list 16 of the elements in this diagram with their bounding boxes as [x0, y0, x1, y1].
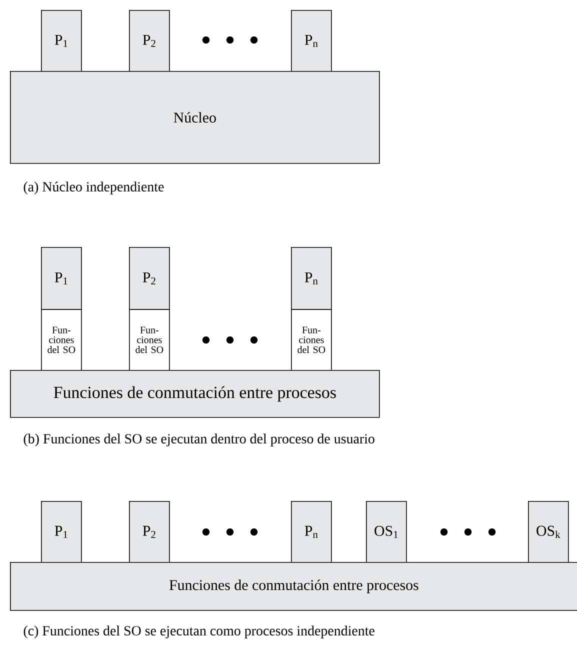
- os-process-box: OS$_{1}$: [366, 501, 407, 563]
- caption: (c) Funciones del SO se ejecutan como procesos independiente: [24, 626, 374, 638]
- switching-functions-box: Funciones de conmutación entre procesos: [10, 370, 380, 418]
- process-box: P$_{1}$: [41, 501, 82, 563]
- process-box: P$_{2}$: [129, 247, 170, 310]
- os-process-box: OS$_{k}$: [528, 501, 569, 563]
- caption: (a) Núcleo independiente: [24, 182, 164, 194]
- process-box: P$_{n}$: [291, 501, 332, 563]
- process-box: P$_{n}$: [291, 247, 332, 310]
- process-box: P$_{1}$: [41, 247, 82, 310]
- process-box: P$_{2}$: [129, 10, 170, 72]
- caption: (b) Funciones del SO se ejecutan dentro del proceso de usuario: [24, 434, 374, 446]
- process-box: P$_{n}$: [291, 10, 332, 72]
- kernel-box: Núcleo: [10, 71, 380, 164]
- process-box: P$_{1}$: [41, 10, 82, 72]
- process-box: P$_{2}$: [129, 501, 170, 563]
